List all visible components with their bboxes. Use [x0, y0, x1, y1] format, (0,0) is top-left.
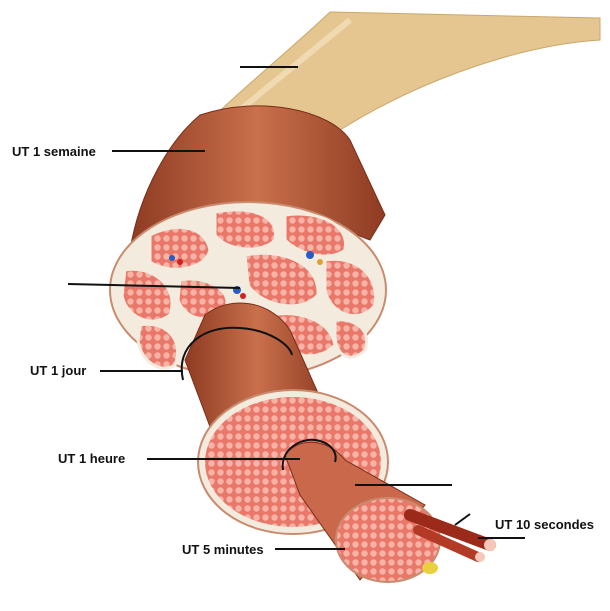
- label-seconds: UT 10 secondes: [495, 517, 594, 532]
- myofibrils: [404, 509, 496, 562]
- label-hour: UT 1 heure: [58, 451, 126, 466]
- label-day: UT 1 jour: [30, 363, 87, 378]
- leader-lines: [67, 66, 525, 550]
- tendon: [198, 11, 601, 131]
- label-week: UT 1 semaine: [12, 144, 96, 159]
- label-minutes: UT 5 minutes: [182, 542, 264, 557]
